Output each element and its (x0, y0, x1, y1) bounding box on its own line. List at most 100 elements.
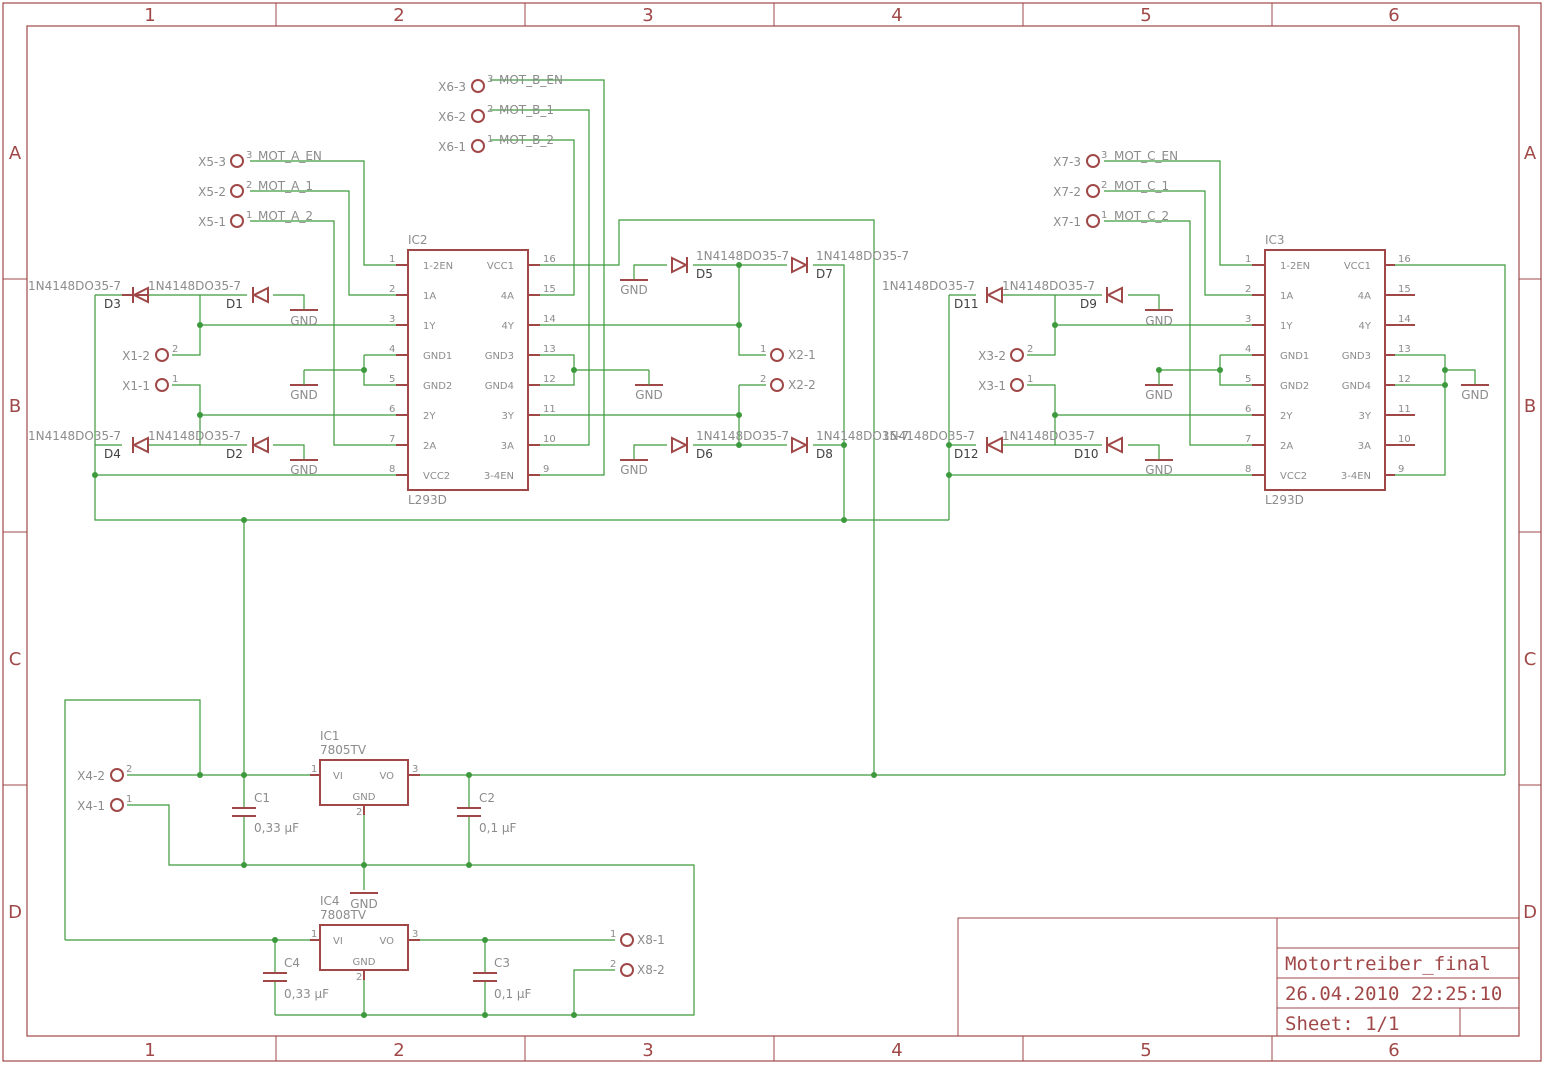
net-label: MOT_A_2 (258, 209, 313, 223)
diode-value: 1N4148DO35-7 (882, 279, 975, 293)
diode-d5[interactable]: 1N4148DO35-7 D5 (671, 249, 789, 281)
pin-vi: VI (333, 936, 343, 947)
diode-d2[interactable]: 1N4148DO35-7 D2 (148, 429, 269, 461)
drawing-title: Motortreiber_final (1285, 953, 1491, 975)
regulator-ic1[interactable]: IC1 7805TV VI VO GND 1 3 2 (310, 729, 420, 818)
connector-label: X6-1 (438, 140, 466, 154)
connector-x4-2[interactable]: X4-2 2 (77, 764, 132, 783)
ic3-pin-3a: 3A (1358, 441, 1371, 452)
connector-x5-3[interactable]: X5-3 3 MOT_A_EN (198, 149, 322, 169)
gnd-symbol: GND (290, 370, 318, 402)
gnd-symbol: GND (620, 279, 648, 297)
diode-name: D2 (226, 447, 243, 461)
ic2-l293d[interactable]: IC2 L293D 1-2EN 1A 1Y GND1 GND2 2Y 2A VC… (389, 233, 556, 507)
diode-d10[interactable]: 1N4148DO35-7 D10 (1002, 429, 1123, 461)
ic2-pin-1-2en: 1-2EN (423, 261, 453, 272)
connector-label: X5-3 (198, 155, 226, 169)
connector-x2-2[interactable]: X2-2 2 (760, 374, 816, 392)
diode-name: D10 (1074, 447, 1099, 461)
regulator-name: IC1 (320, 729, 340, 743)
connector-x2-1[interactable]: X2-1 1 (760, 344, 816, 362)
connector-x6-1[interactable]: X6-1 1 MOT_B_2 (438, 133, 554, 154)
grid-row-labels-right: A B C D (1523, 143, 1537, 923)
connector-x1-2[interactable]: X1-2 2 (122, 344, 178, 363)
ic3-pin-gnd1: GND1 (1280, 351, 1309, 362)
capacitor-c3[interactable]: C3 0,1 µF (473, 956, 532, 1001)
pin-vi: VI (333, 771, 343, 782)
ic2-pin-num: 9 (543, 464, 549, 475)
connector-label: X6-2 (438, 110, 466, 124)
gnd-label: GND (290, 463, 318, 477)
capacitor-value: 0,33 µF (254, 821, 299, 835)
regulator-value: 7805TV (320, 743, 367, 757)
ic2-pin-num: 7 (389, 434, 395, 445)
pin-number: 1 (487, 134, 493, 145)
row-label-d: D (1523, 902, 1537, 923)
connector-x3-1[interactable]: X3-1 1 (978, 374, 1033, 393)
ic2-pin-num: 6 (389, 404, 395, 415)
diode-d7[interactable]: 1N4148DO35-7 D7 (791, 249, 909, 281)
capacitor-c2[interactable]: C2 0,1 µF (457, 791, 517, 835)
connector-x7-2[interactable]: X7-2 2 MOT_C_1 (1053, 179, 1169, 199)
diode-d3[interactable]: 1N4148DO35-7 D3 (28, 279, 149, 311)
connector-x5-1[interactable]: X5-1 1 MOT_A_2 (198, 209, 313, 229)
ic2-pin-gnd1: GND1 (423, 351, 452, 362)
diode-name: D9 (1080, 297, 1097, 311)
pin-number: 2 (356, 807, 362, 818)
ic3-pin-num: 16 (1398, 254, 1411, 265)
ic3-pin-num: 12 (1398, 374, 1411, 385)
connector-x8-1[interactable]: X8-1 1 (610, 929, 665, 947)
connector-x6-2[interactable]: X6-2 2 MOT_B_1 (438, 103, 554, 124)
capacitor-c1[interactable]: C1 0,33 µF (232, 791, 299, 835)
gnd-symbol: GND (1145, 309, 1173, 328)
row-label-a: A (1524, 143, 1537, 164)
ic2-pin-num: 8 (389, 464, 395, 475)
capacitor-c4[interactable]: C4 0,33 µF (263, 956, 329, 1001)
diode-d6[interactable]: 1N4148DO35-7 D6 (671, 429, 789, 461)
connector-x5-2[interactable]: X5-2 2 MOT_A_1 (198, 179, 313, 199)
ic2-pin-num: 2 (389, 284, 395, 295)
connector-x8-2[interactable]: X8-2 2 (610, 959, 665, 977)
net-label: MOT_A_1 (258, 179, 313, 193)
ic3-pin-2a: 2A (1280, 441, 1293, 452)
diode-d12[interactable]: 1N4148DO35-7 D12 (882, 429, 1003, 461)
ic3-l293d[interactable]: IC3 L293D 1-2EN 1A 1Y GND1 GND2 2Y 2A VC… (1245, 233, 1415, 507)
pin-number: 1 (1027, 374, 1033, 385)
diode-d1[interactable]: 1N4148DO35-7 D1 (148, 279, 269, 311)
ic3-pin-num: 7 (1245, 434, 1251, 445)
ic2-pin-num: 15 (543, 284, 556, 295)
connector-label: X7-3 (1053, 155, 1081, 169)
ic2-pin-1a: 1A (423, 291, 436, 302)
ic2-pin-num: 3 (389, 314, 395, 325)
ic2-value: L293D (408, 493, 447, 507)
regulator-ic4[interactable]: IC4 7808TV VI VO GND 1 3 2 (310, 894, 420, 983)
pin-number: 2 (172, 344, 178, 355)
diode-d11[interactable]: 1N4148DO35-7 D11 (882, 279, 1003, 311)
ic2-pin-2y: 2Y (423, 411, 436, 422)
ic3-pin-stubs (1252, 264, 1415, 476)
connector-x7-1[interactable]: X7-1 1 MOT_C_2 (1053, 209, 1169, 229)
diode-d8[interactable]: 1N4148DO35-7 D8 (791, 429, 909, 461)
connector-label: X3-1 (978, 379, 1006, 393)
pin-number: 1 (760, 344, 766, 355)
pin-number: 3 (1101, 150, 1107, 161)
connector-x1-1[interactable]: X1-1 1 (122, 374, 178, 393)
gnd-label: GND (350, 897, 378, 911)
ic2-pin-3y: 3Y (502, 411, 515, 422)
net-label: MOT_C_EN (1114, 149, 1178, 163)
connector-x6-3[interactable]: X6-3 3 MOT_B_EN (438, 73, 563, 94)
ic3-pin-num: 11 (1398, 404, 1411, 415)
row-label-a: A (9, 143, 22, 164)
pin-vo: VO (379, 936, 394, 947)
connector-x3-2[interactable]: X3-2 2 (978, 344, 1033, 363)
junctions (92, 262, 1448, 1018)
connector-x4-1[interactable]: X4-1 1 (77, 794, 132, 813)
diode-name: D3 (104, 297, 121, 311)
diode-d9[interactable]: 1N4148DO35-7 D9 (1002, 279, 1123, 311)
connector-x7-3[interactable]: X7-3 3 MOT_C_EN (1053, 149, 1178, 169)
gnd-label: GND (290, 314, 318, 328)
diode-name: D12 (954, 447, 979, 461)
diode-d4[interactable]: 1N4148DO35-7 D4 (28, 429, 149, 461)
ic2-pin-gnd4: GND4 (485, 381, 514, 392)
ic3-pin-num: 10 (1398, 434, 1411, 445)
